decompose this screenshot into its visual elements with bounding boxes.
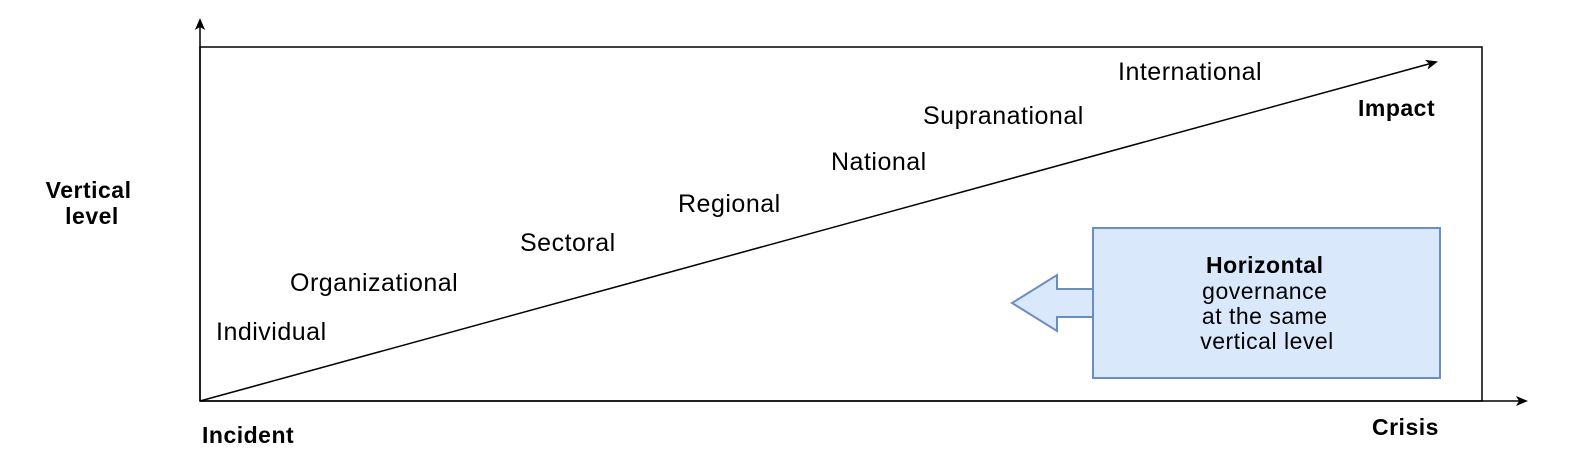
level-label-supranational: Supranational: [923, 102, 1084, 130]
level-label-sectoral: Sectoral: [520, 229, 616, 257]
horizontal-box-line1: governance: [1202, 278, 1327, 304]
level-label-individual: Individual: [216, 318, 327, 346]
impact-arrow: [199, 59, 1438, 402]
level-label-organizational: Organizational: [290, 269, 458, 297]
impact-label: Impact: [1358, 95, 1435, 121]
level-label-international: International: [1118, 58, 1262, 86]
vertical-level-label: Vertical level: [46, 177, 139, 229]
incident-label: Incident: [202, 422, 294, 448]
horizontal-box-title: Horizontal: [1206, 252, 1323, 278]
vertical-level-label-line1: Vertical: [46, 177, 132, 203]
horizontal-box-line3: vertical level: [1200, 328, 1334, 354]
level-label-regional: Regional: [678, 190, 781, 218]
vertical-level-label-line2: level: [65, 203, 119, 229]
horizontal-governance-box: [1092, 227, 1441, 379]
horizontal-box-text: Horizontal governance at the same vertic…: [1200, 252, 1334, 354]
horizontal-box-line2: at the same: [1202, 303, 1328, 329]
crisis-label: Crisis: [1372, 414, 1439, 440]
horizontal-left-arrow: [1010, 273, 1094, 333]
level-label-national: National: [831, 148, 927, 176]
